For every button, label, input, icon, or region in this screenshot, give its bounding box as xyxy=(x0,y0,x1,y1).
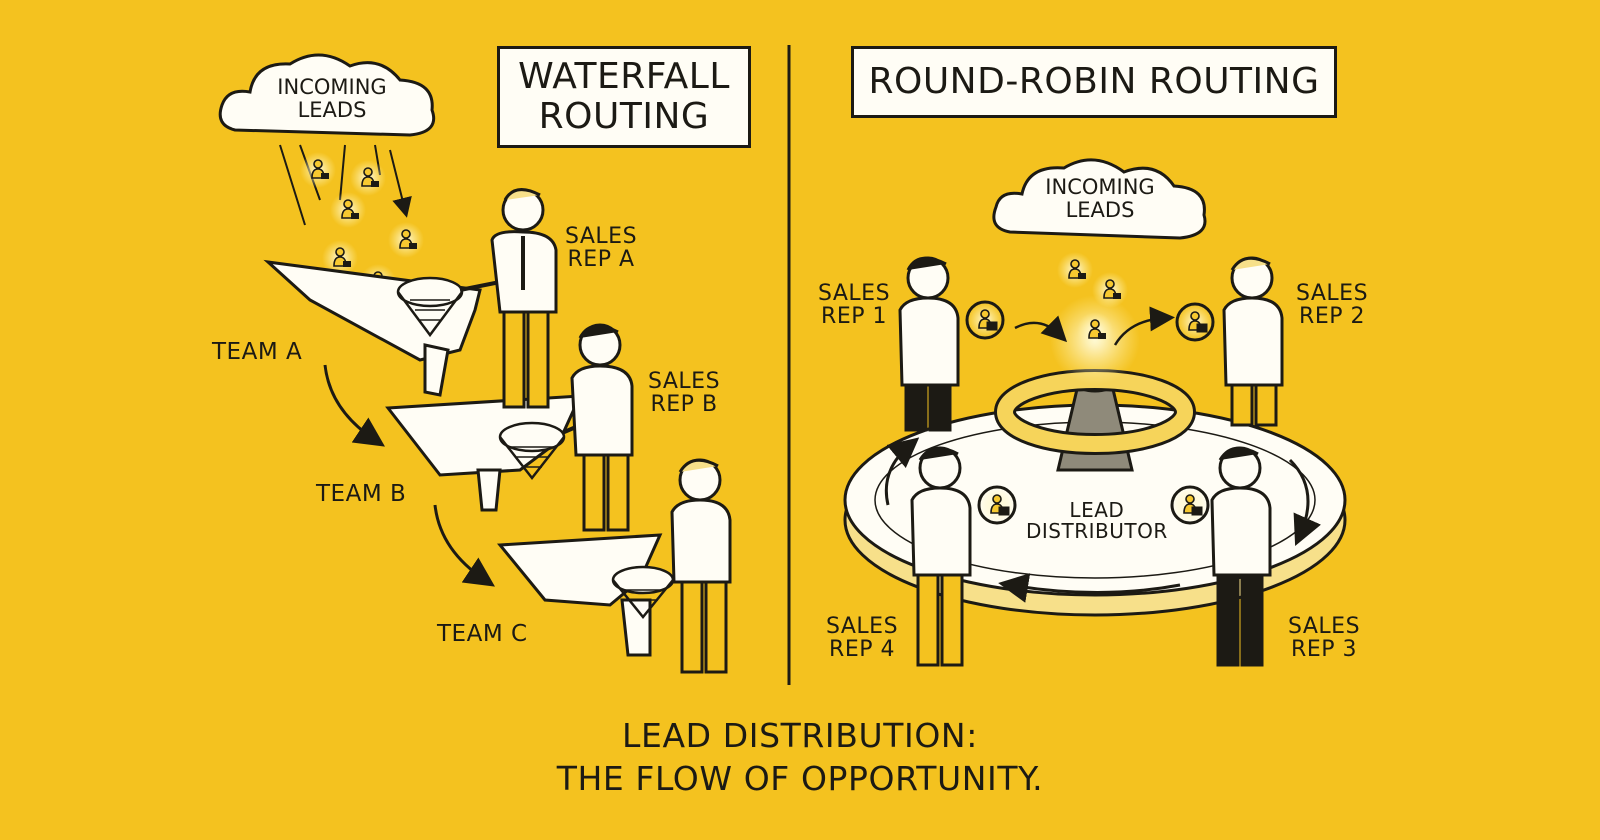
sales-rep-2-line1: SALES xyxy=(1296,281,1369,306)
lead-distributor-label: LEAD DISTRIBUTOR xyxy=(1026,500,1168,542)
sales-rep-2-label: SALES REP 2 xyxy=(1296,282,1368,328)
sales-rep-4-figure xyxy=(910,446,1017,667)
sales-rep-c-figure xyxy=(670,458,732,674)
platform-arrows xyxy=(884,437,1322,603)
round-robin-title: ROUND-ROBIN ROUTING xyxy=(851,46,1337,118)
sales-rep-1-label: SALES REP 1 xyxy=(818,282,890,328)
sales-rep-4-label: SALES REP 4 xyxy=(826,615,898,661)
right-cloud-label: INCOMING LEADS xyxy=(1030,175,1170,223)
lead-distributor-line2: DISTRIBUTOR xyxy=(1026,519,1168,543)
sales-rep-b-label: SALES REP B xyxy=(648,370,720,416)
distributor-glow xyxy=(1050,251,1140,385)
sales-rep-3-line1: SALES xyxy=(1288,614,1361,639)
team-b-label: TEAM B xyxy=(316,481,407,507)
right-cloud xyxy=(992,158,1207,240)
left-cloud xyxy=(218,53,436,137)
right-cloud-line1: INCOMING xyxy=(1045,175,1155,199)
waterfall-title: WATERFALL ROUTING xyxy=(497,46,751,148)
waterfall-title-line1: WATERFALL xyxy=(518,56,730,98)
sales-rep-4-line1: SALES xyxy=(826,614,899,639)
sales-rep-b-line2: REP B xyxy=(650,392,718,418)
left-cloud-label: INCOMING LEADS xyxy=(262,75,402,123)
caption-line1: LEAD DISTRIBUTION: xyxy=(622,716,978,755)
sales-rep-a-label: SALES REP A xyxy=(565,225,637,271)
tray-team-b xyxy=(385,394,583,512)
sales-rep-2-figure xyxy=(1175,256,1284,427)
left-cloud-line2: LEADS xyxy=(297,98,367,123)
caption-line2: THE FLOW OF OPPORTUNITY. xyxy=(556,758,1044,798)
team-arrows xyxy=(323,364,495,587)
sales-rep-4-line2: REP 4 xyxy=(829,637,895,663)
net-rep-b xyxy=(498,418,593,481)
sales-rep-a-line2: REP A xyxy=(567,247,635,273)
sales-rep-1-line1: SALES xyxy=(818,281,891,306)
team-a-label: TEAM A xyxy=(212,339,303,365)
sales-rep-b-line1: SALES xyxy=(648,369,721,394)
left-cloud-line1: INCOMING xyxy=(277,75,387,99)
waterfall-title-line2: ROUTING xyxy=(538,96,710,137)
sales-rep-b-figure xyxy=(570,323,634,532)
net-rep-a xyxy=(396,276,501,338)
sales-rep-3-figure xyxy=(1170,446,1272,667)
sales-rep-2-line2: REP 2 xyxy=(1299,304,1365,330)
sales-rep-a-figure xyxy=(490,188,558,409)
right-cloud-line2: LEADS xyxy=(1065,198,1135,223)
sales-rep-1-figure xyxy=(898,256,1005,432)
distribution-arrows xyxy=(1014,306,1175,346)
team-c-label: TEAM C xyxy=(437,621,528,647)
sales-rep-a-line1: SALES xyxy=(565,224,638,249)
sales-rep-3-label: SALES REP 3 xyxy=(1288,615,1360,661)
page-caption: LEAD DISTRIBUTION: THE FLOW OF OPPORTUNI… xyxy=(0,715,1600,801)
sales-rep-3-line2: REP 3 xyxy=(1291,637,1357,663)
sales-rep-1-line2: REP 1 xyxy=(821,304,887,330)
lead-distributor-line1: LEAD xyxy=(1069,498,1125,522)
